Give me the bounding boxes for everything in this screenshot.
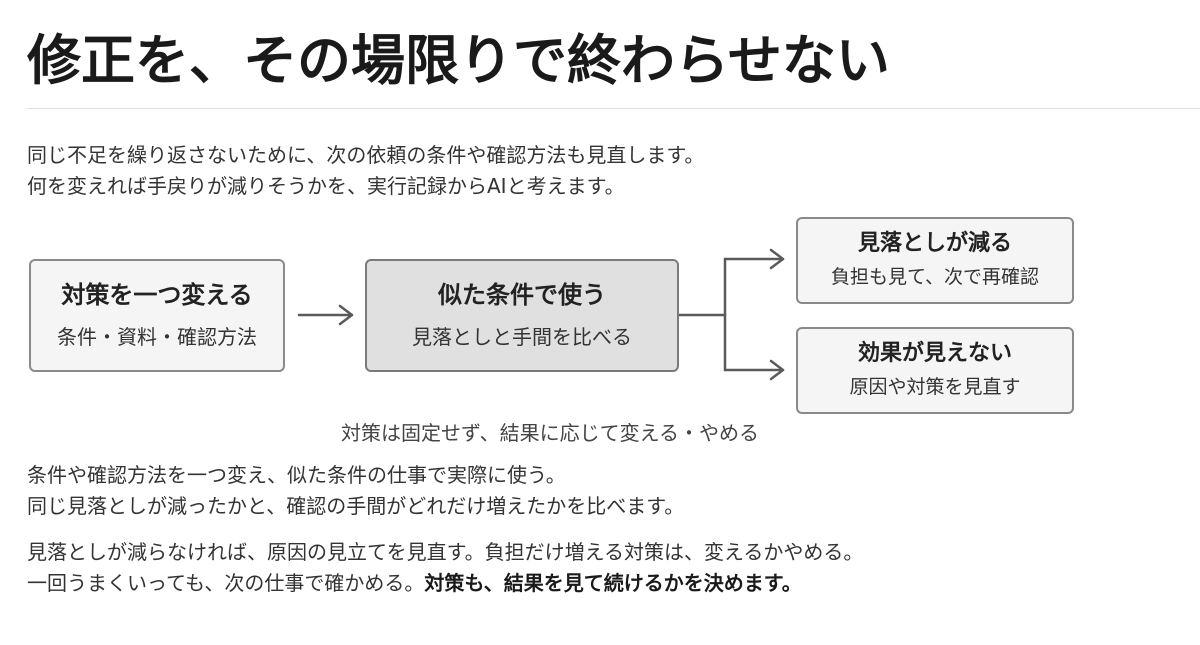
step-box-use-in-similar-conditions: 似た条件で使う 見落としと手間を比べる xyxy=(365,259,679,372)
step-box-title: 対策を一つ変える xyxy=(61,281,253,309)
intro-line-2: 何を変えれば手戻りが減りそうかを、実行記録からAIと考えます。 xyxy=(27,174,625,198)
step-box-subtitle: 条件・資料・確認方法 xyxy=(57,325,257,349)
title-divider xyxy=(27,108,1200,109)
intro-line-1: 同じ不足を繰り返さないために、次の依頼の条件や確認方法も見直します。 xyxy=(27,143,705,167)
body-paragraph-2: 見落としが減らなければ、原因の見立てを見直す。負担だけ増える対策は、変えるかやめ… xyxy=(27,537,863,599)
outcome-box-oversights-decrease: 見落としが減る 負担も見て、次で再確認 xyxy=(796,217,1074,304)
intro-paragraph: 同じ不足を繰り返さないために、次の依頼の条件や確認方法も見直します。 何を変えれ… xyxy=(27,140,704,202)
body2-line-2: 一回うまくいっても、次の仕事で確かめる。対策も、結果を見て続けるかを決めます。 xyxy=(27,568,863,599)
arrowhead-left-to-center xyxy=(338,304,354,326)
body2-line-2-emphasis: 対策も、結果を見て続けるかを決めます。 xyxy=(424,571,802,595)
body2-line-1: 見落としが減らなければ、原因の見立てを見直す。負担だけ増える対策は、変えるかやめ… xyxy=(27,540,864,564)
arrowhead-to-top-right xyxy=(769,248,785,270)
body1-line-1: 条件や確認方法を一つ変え、似た条件の仕事で実際に使う。 xyxy=(27,463,566,487)
outcome-box-title: 見落としが減る xyxy=(857,231,1012,256)
step-box-subtitle: 見落としと手間を比べる xyxy=(412,325,632,349)
body1-line-2: 同じ見落としが減ったかと、確認の手間がどれだけ増えたかを比べます。 xyxy=(27,494,685,518)
outcome-box-subtitle: 負担も見て、次で再確認 xyxy=(830,266,1040,288)
step-box-title: 似た条件で使う xyxy=(438,281,606,309)
page-title: 修正を、その場限りで終わらせない xyxy=(27,29,890,92)
body2-line-2-text: 一回うまくいっても、次の仕事で確かめる。 xyxy=(27,571,425,595)
outcome-box-subtitle: 原因や対策を見直す xyxy=(849,376,1021,398)
outcome-box-no-visible-effect: 効果が見えない 原因や対策を見直す xyxy=(796,327,1074,414)
body-paragraph-1: 条件や確認方法を一つ変え、似た条件の仕事で実際に使う。 同じ見落としが減ったかと… xyxy=(27,460,684,522)
step-box-change-one-measure: 対策を一つ変える 条件・資料・確認方法 xyxy=(29,259,285,372)
diagram-caption: 対策は固定せず、結果に応じて変える・やめる xyxy=(341,421,759,445)
outcome-box-title: 効果が見えない xyxy=(857,341,1012,366)
arrowhead-to-bottom-right xyxy=(769,359,785,381)
